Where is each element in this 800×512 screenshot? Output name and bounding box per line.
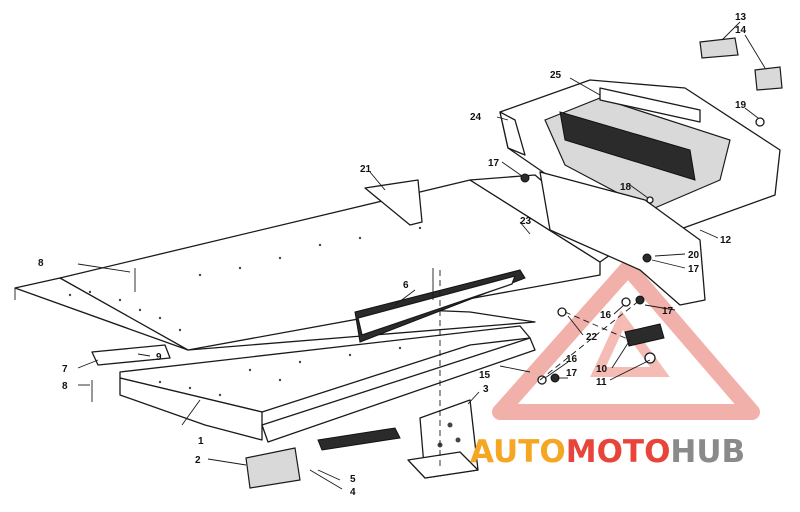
callout-14: 14 bbox=[735, 25, 747, 36]
rear-rack-assembly bbox=[499, 37, 783, 306]
front-strip bbox=[261, 337, 536, 443]
nut-17b bbox=[642, 253, 652, 263]
light-10 bbox=[624, 323, 665, 347]
screw-19 bbox=[755, 117, 765, 127]
slot-plate bbox=[317, 427, 401, 451]
reflector-plate bbox=[245, 447, 301, 489]
watermark-logo bbox=[492, 260, 760, 420]
watermark-inner-mark bbox=[590, 310, 670, 377]
callout-17a: 17 bbox=[488, 158, 500, 169]
washer-16b bbox=[537, 375, 547, 385]
washer-16 bbox=[621, 297, 631, 307]
callout-22: 22 bbox=[586, 332, 598, 343]
watermark-hub: HUB bbox=[670, 434, 745, 470]
callout-6: 6 bbox=[403, 280, 409, 291]
callout-11: 11 bbox=[596, 377, 607, 388]
callout-20: 20 bbox=[688, 250, 700, 261]
callout-8a: 8 bbox=[38, 258, 44, 269]
watermark-text: AUTOMOTOHUB bbox=[470, 434, 745, 470]
callout-25: 25 bbox=[550, 70, 562, 81]
hardware bbox=[91, 117, 765, 402]
nut-17a bbox=[520, 173, 530, 183]
callout-12: 12 bbox=[720, 235, 732, 246]
bulb-11 bbox=[644, 352, 656, 364]
callout-10: 10 bbox=[596, 364, 608, 375]
rivet-pattern bbox=[68, 226, 422, 397]
mount-bracket bbox=[407, 399, 479, 479]
fin-plate bbox=[364, 179, 423, 226]
callout-17c: 17 bbox=[662, 306, 674, 317]
callout-18: 18 bbox=[620, 182, 632, 193]
callout-4: 4 bbox=[350, 487, 356, 498]
callout-23: 23 bbox=[520, 216, 532, 227]
callout-5: 5 bbox=[350, 474, 356, 485]
callout-1: 1 bbox=[198, 436, 204, 447]
callout-7: 7 bbox=[62, 364, 68, 375]
callout-17d: 17 bbox=[566, 368, 578, 379]
callout-19: 19 bbox=[735, 100, 747, 111]
callout-9: 9 bbox=[156, 352, 162, 363]
callout-16a: 16 bbox=[600, 310, 612, 321]
callout-2: 2 bbox=[195, 455, 201, 466]
bolt-22 bbox=[557, 307, 567, 317]
leader-lines bbox=[77, 21, 766, 490]
callout-16b: 16 bbox=[566, 354, 578, 365]
watermark-triangle-icon bbox=[492, 260, 760, 420]
decal-13 bbox=[699, 37, 739, 59]
callout-8b: 8 bbox=[62, 381, 68, 392]
taillight-lens bbox=[599, 87, 701, 123]
callout-15: 15 bbox=[479, 370, 491, 381]
taillight-housing bbox=[559, 111, 696, 181]
mud-flap bbox=[539, 171, 706, 306]
callout-13: 13 bbox=[735, 12, 747, 23]
watermark-auto: AUTO bbox=[470, 434, 566, 470]
callout-labels: 1 2 3 4 5 6 7 8 8 9 10 11 12 13 14 15 16… bbox=[38, 12, 747, 498]
watermark-moto: MOTO bbox=[566, 434, 671, 470]
screw-18 bbox=[646, 196, 654, 204]
callout-3: 3 bbox=[483, 384, 489, 395]
callout-24: 24 bbox=[470, 112, 482, 123]
callout-17b: 17 bbox=[688, 264, 700, 275]
decal-14 bbox=[754, 66, 783, 91]
nut-17d bbox=[550, 373, 560, 383]
lower-front-panel bbox=[119, 377, 263, 441]
rack-side-rail bbox=[499, 111, 526, 156]
callout-21: 21 bbox=[360, 164, 372, 175]
